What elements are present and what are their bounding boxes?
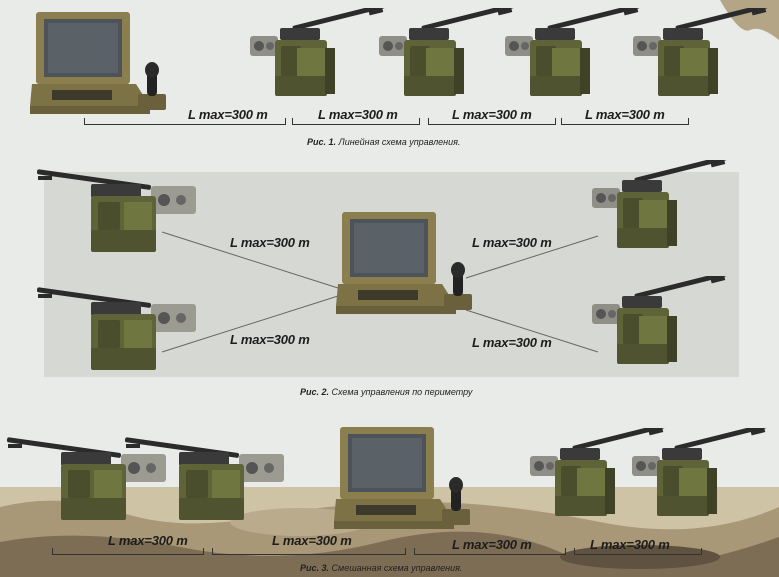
- weapon-turret-icon: [124, 436, 294, 521]
- distance-label: L max=300 m: [272, 533, 352, 548]
- distance-bracket: [292, 118, 420, 125]
- caption-text: Схема управления по периметру: [331, 387, 473, 397]
- figure-2-caption: Рис. 2. Схема управления по периметру: [300, 387, 472, 397]
- weapon-turret-icon: [627, 428, 767, 523]
- caption-number: Рис. 3.: [300, 563, 330, 573]
- distance-label: L max=300 m: [230, 332, 310, 347]
- distance-bracket: [212, 548, 406, 555]
- distance-label: L max=300 m: [188, 107, 268, 122]
- distance-bracket: [428, 118, 556, 125]
- weapon-turret-icon: [36, 286, 206, 371]
- distance-bracket: [561, 118, 689, 125]
- distance-bracket: [574, 548, 702, 555]
- distance-label: L max=300 m: [230, 235, 310, 250]
- weapon-turret-icon: [587, 160, 727, 255]
- distance-label: L max=300 m: [318, 107, 398, 122]
- distance-label: L max=300 m: [452, 537, 532, 552]
- distance-label: L max=300 m: [472, 235, 552, 250]
- distance-bracket: [414, 548, 566, 555]
- caption-number: Рис. 1.: [307, 137, 337, 147]
- distance-label: L max=300 m: [452, 107, 532, 122]
- caption-text: Линейная схема управления.: [338, 137, 461, 147]
- distance-bracket: [84, 118, 286, 125]
- distance-label: L max=300 m: [585, 107, 665, 122]
- control-console-icon: [336, 210, 476, 315]
- caption-number: Рис. 2.: [300, 387, 330, 397]
- control-console-icon: [334, 425, 474, 530]
- figure-1-caption: Рис. 1. Линейная схема управления.: [307, 137, 460, 147]
- weapon-turret-icon: [36, 168, 206, 253]
- distance-label: L max=300 m: [108, 533, 188, 548]
- distance-bracket: [52, 548, 204, 555]
- figure-3-caption: Рис. 3. Смешанная схема управления.: [300, 563, 462, 573]
- distance-label: L max=300 m: [590, 537, 670, 552]
- distance-label: L max=300 m: [472, 335, 552, 350]
- caption-text: Смешанная схема управления.: [331, 563, 463, 573]
- weapon-turret-icon: [587, 276, 727, 371]
